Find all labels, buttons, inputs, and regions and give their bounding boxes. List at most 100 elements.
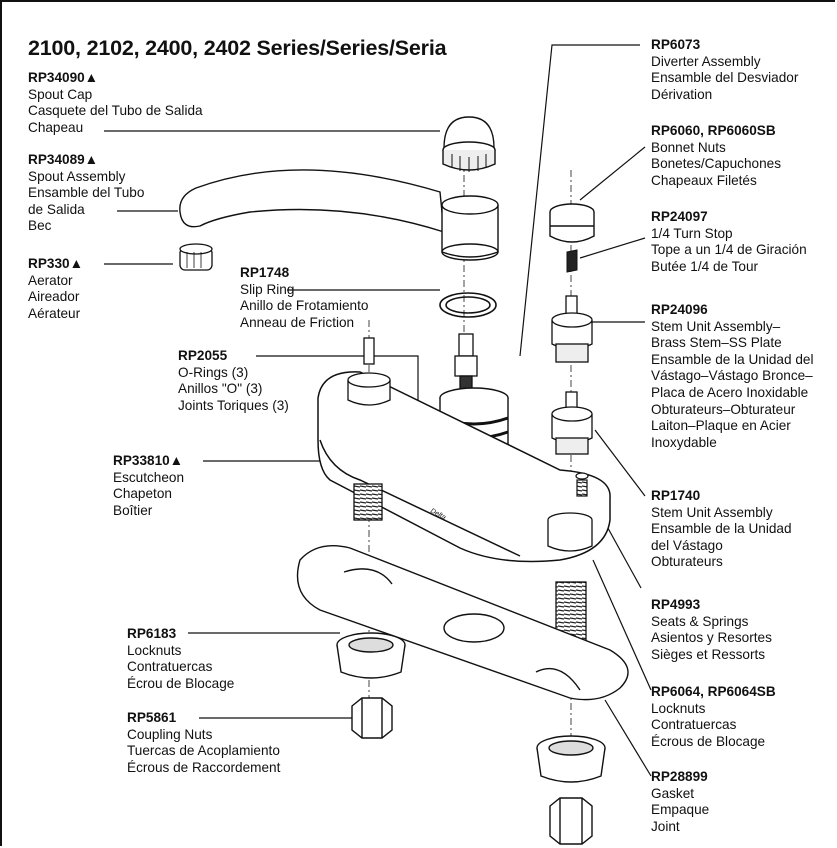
part-desc: Tuercas de Acoplamiento	[127, 743, 280, 759]
part-code: RP28899	[651, 769, 708, 784]
part-desc: Joint	[651, 818, 680, 834]
leader-rp24097	[579, 237, 646, 259]
part-desc: Escutcheon	[113, 469, 185, 485]
part-code: RP1748	[240, 265, 290, 280]
part-desc: Inoxydable	[651, 434, 717, 450]
part-desc: Spout Cap	[28, 86, 93, 102]
label-rp6060: RP6060, RP6060SB Bonnet Nuts Bonetes/Cap…	[651, 123, 781, 189]
part-desc: Brass Stem–SS Plate	[651, 335, 782, 351]
slip-ring-part	[439, 292, 497, 318]
part-code: RP34089▲	[28, 152, 99, 167]
part-desc: Anillo de Frotamiento	[240, 298, 369, 314]
locknut-right-part	[536, 735, 606, 783]
part-desc: Bec	[28, 218, 52, 234]
label-rp6064: RP6064, RP6064SB Locknuts Contratuercas …	[651, 684, 776, 750]
part-desc: Écrous de Blocage	[651, 733, 766, 749]
leader-rp1740	[594, 429, 646, 497]
part-code: RP24097	[651, 209, 708, 224]
leader-rp6060	[579, 146, 646, 201]
part-desc: Ensamble del Tubo	[28, 185, 145, 201]
diverter-part	[454, 333, 478, 391]
escutcheon-part: Delta	[317, 371, 611, 563]
part-desc: Contratuercas	[127, 659, 213, 675]
label-rp1748: RP1748 Slip Ring Anillo de Frotamiento A…	[240, 265, 368, 331]
part-desc: Bonetes/Capuchones	[651, 156, 781, 172]
part-desc: Slip Ring	[240, 281, 295, 297]
part-desc: Spout Assembly	[28, 168, 126, 184]
part-code: RP1740	[651, 488, 701, 503]
leader-rp6064	[592, 559, 652, 691]
part-desc: O-Rings (3)	[178, 364, 249, 380]
label-rp330: RP330▲ Aerator Aireador Aérateur	[28, 256, 83, 322]
part-desc: Aerator	[28, 272, 73, 288]
part-desc: Ensamble de la Unidad del	[651, 351, 814, 367]
part-desc: Écrou de Blocage	[127, 675, 235, 691]
part-desc: Locknuts	[127, 642, 182, 658]
part-desc: Diverter Assembly	[651, 53, 761, 69]
bonnet-nut-part	[549, 203, 595, 243]
part-desc: de Salida	[28, 201, 85, 217]
label-rp24096: RP24096 Stem Unit Assembly– Brass Stem–S…	[651, 302, 813, 451]
label-rp1740: RP1740 Stem Unit Assembly Ensamble de la…	[651, 488, 792, 571]
part-desc: Chapeau	[28, 119, 84, 135]
part-desc: Vástago–Vástago Bronce–	[651, 368, 813, 384]
leader-rp28899	[604, 699, 652, 777]
label-rp24097: RP24097 1/4 Turn Stop Tope a un 1/4 de G…	[651, 209, 807, 275]
part-desc: Stem Unit Assembly–	[651, 318, 781, 334]
part-code: RP4993	[651, 597, 701, 612]
part-desc: Bonnet Nuts	[651, 139, 726, 155]
part-code: RP6183	[127, 626, 177, 641]
part-code: RP2055	[178, 348, 228, 363]
part-desc: Placa de Acero Inoxidable	[651, 384, 809, 400]
coupling-nut-right-part	[549, 797, 593, 845]
part-desc: Casquete del Tubo de Salida	[28, 103, 203, 119]
gasket-part	[296, 545, 629, 701]
part-code: RP33810▲	[113, 453, 184, 468]
part-desc: del Vástago	[651, 537, 723, 553]
part-code: RP24096	[651, 302, 708, 317]
seat-spring-part	[575, 472, 589, 497]
spout-cap-part	[442, 116, 496, 172]
leader-rp6073	[519, 44, 640, 357]
part-desc: Seats & Springs	[651, 613, 749, 629]
part-desc: Boîtier	[113, 502, 153, 518]
part-desc: Anillos "O" (3)	[178, 381, 263, 397]
label-rp34090: RP34090▲ Spout Cap Casquete del Tubo de …	[28, 70, 203, 136]
stem-unit-part	[551, 391, 593, 455]
part-desc: Obturateurs	[651, 554, 723, 570]
part-desc: Ensamble de la Unidad	[651, 521, 792, 537]
diagram-title: 2100, 2102, 2400, 2402 Series/Series/Ser…	[28, 36, 447, 60]
part-desc: Chapeaux Filetés	[651, 172, 757, 188]
part-desc: Coupling Nuts	[127, 726, 213, 742]
part-desc: Écrous de Raccordement	[127, 759, 281, 775]
locknut-left-part	[336, 632, 406, 679]
part-desc: Laiton–Plaque en Acier	[651, 418, 791, 434]
part-desc: Contratuercas	[651, 717, 737, 733]
part-desc: Butée 1/4 de Tour	[651, 258, 759, 274]
part-desc: 1/4 Turn Stop	[651, 225, 733, 241]
label-rp34089: RP34089▲ Spout Assembly Ensamble del Tub…	[28, 152, 144, 235]
part-desc: Aireador	[28, 289, 80, 305]
aerator-part	[179, 243, 213, 271]
part-code: RP34090▲	[28, 70, 99, 85]
quarter-turn-stop-part	[566, 249, 578, 273]
part-code: RP6073	[651, 37, 701, 52]
part-desc: Obturateurs–Obturateur	[651, 401, 796, 417]
coupling-nut-left-part	[351, 697, 393, 739]
label-rp6183: RP6183 Locknuts Contratuercas Écrou de B…	[127, 626, 234, 692]
part-desc: Sièges et Ressorts	[651, 646, 766, 662]
part-code: RP330▲	[28, 256, 84, 271]
part-code: RP5861	[127, 710, 177, 725]
label-rp4993: RP4993 Seats & Springs Asientos y Resort…	[651, 597, 772, 663]
label-rp6073: RP6073 Diverter Assembly Ensamble del De…	[651, 37, 798, 103]
part-desc: Dérivation	[651, 86, 713, 102]
label-rp2055: RP2055 O-Rings (3) Anillos "O" (3) Joint…	[178, 348, 289, 414]
part-desc: Joints Toriques (3)	[178, 397, 289, 413]
label-rp33810: RP33810▲ Escutcheon Chapeton Boîtier	[113, 453, 184, 519]
part-desc: Asientos y Resortes	[651, 630, 772, 646]
stem-unit-brass-part	[551, 295, 593, 363]
label-rp28899: RP28899 Gasket Empaque Joint	[651, 769, 709, 835]
spout-part	[179, 169, 499, 261]
part-desc: Stem Unit Assembly	[651, 504, 773, 520]
